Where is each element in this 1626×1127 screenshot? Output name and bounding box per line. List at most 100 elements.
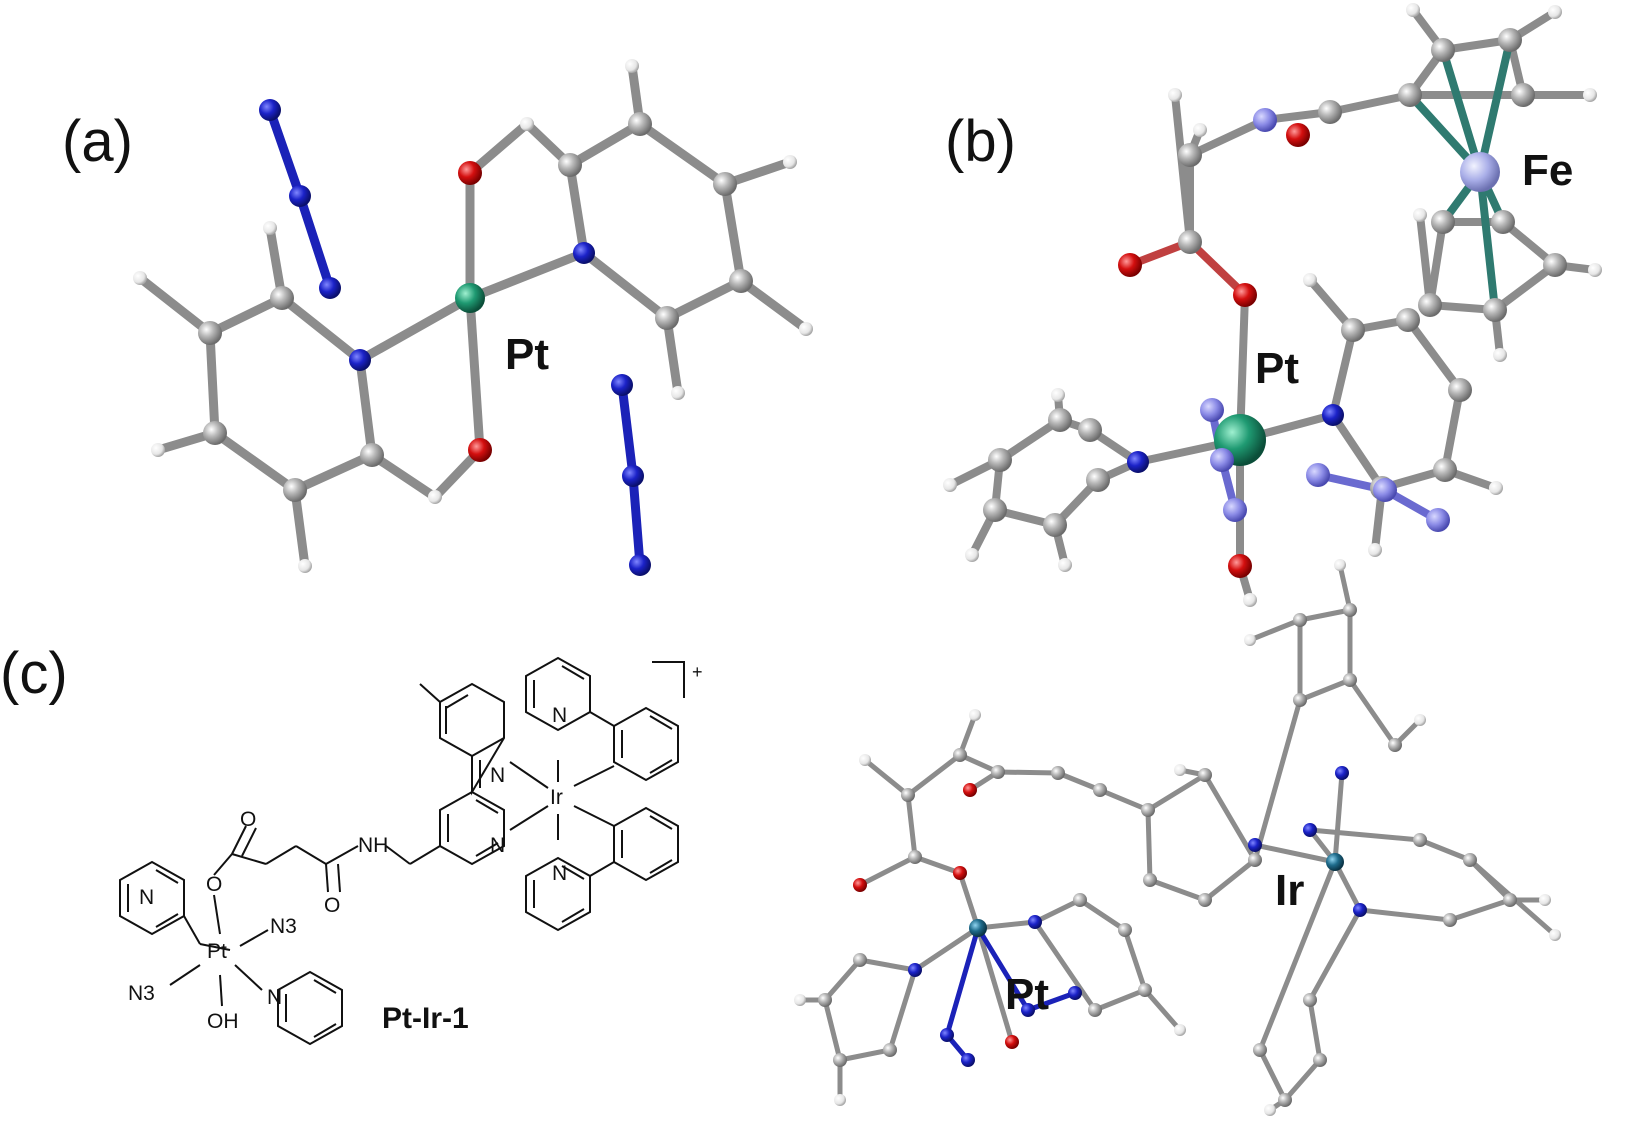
nitrogen-atom <box>1210 448 1234 472</box>
carbon-atom <box>983 498 1007 522</box>
pyridine-ring-6 <box>525 856 591 932</box>
nitrogen-atom <box>1127 451 1149 473</box>
bond <box>1171 91 1194 246</box>
nitrogen-atom <box>961 1053 975 1067</box>
bond <box>617 380 638 481</box>
bond <box>1077 897 1128 933</box>
bond <box>1439 46 1484 176</box>
bond <box>995 769 1061 776</box>
carbon-atom <box>270 286 294 310</box>
nh-label: NH <box>358 834 388 857</box>
nitrogen-atom <box>319 277 341 299</box>
hydrogen-atom <box>1583 88 1597 102</box>
hydrogen-atom <box>943 478 957 492</box>
panel-label-b: (b) <box>945 109 1016 174</box>
carbon-atom <box>1043 513 1067 537</box>
carbon-atom <box>713 172 737 196</box>
bond <box>1417 837 1473 863</box>
nitrogen-atom <box>622 465 644 487</box>
hydrogen-atom <box>1174 764 1186 776</box>
carbon-atom <box>1078 418 1102 442</box>
carbon-atom <box>1463 853 1477 867</box>
bond <box>857 854 918 888</box>
bond <box>1307 827 1423 843</box>
nitrogen-atom <box>1068 986 1082 1000</box>
bond <box>905 792 918 860</box>
n-label-bpy-lower: N <box>490 834 505 857</box>
pyridine-ring-3 <box>439 790 505 866</box>
carbon-atom <box>1178 230 1202 254</box>
nitrogen-atom <box>1353 903 1367 917</box>
nitrogen-atom <box>1223 498 1247 522</box>
carbon-atom <box>283 478 307 502</box>
molecule-model-c <box>794 559 1561 1116</box>
pt-label-c: Pt <box>1005 970 1049 1019</box>
bond <box>1476 168 1499 314</box>
bond <box>1329 326 1357 419</box>
carbon-atom <box>1388 738 1402 752</box>
hydrogen-atom <box>1264 1104 1276 1116</box>
bond <box>720 179 746 286</box>
hydrogen-atom <box>859 754 871 766</box>
hydrogen-atom <box>1413 208 1427 222</box>
bond <box>975 919 1038 931</box>
hydrogen-atom <box>1489 481 1503 495</box>
carbon-atom <box>1313 1053 1327 1067</box>
carbon-atom <box>628 112 652 136</box>
carbon-atom <box>1543 253 1567 277</box>
chemical-structure-labels: Pt Ir N N N N N N O O O NH OH N3 N3 + <box>128 662 703 1033</box>
o-label-carbonyl-2: O <box>324 894 340 917</box>
hydrogen-atom <box>263 221 277 235</box>
bond <box>565 160 589 258</box>
nitrogen-atom <box>1021 1003 1035 1017</box>
hydrogen-atom <box>1058 558 1072 572</box>
fe-label-b: Fe <box>1522 146 1574 195</box>
nitrogen-atom <box>349 349 371 371</box>
nitrogen-atom <box>1426 508 1450 532</box>
bond <box>1329 411 1386 492</box>
bond <box>1055 770 1103 793</box>
hydrogen-atom <box>520 117 534 131</box>
oxygen-atom <box>1286 123 1310 147</box>
bond <box>355 293 475 365</box>
hydrogen-atom <box>133 271 147 285</box>
carbon-atom <box>1278 1093 1292 1107</box>
carbon-atom <box>1143 873 1157 887</box>
phenyl-ring-1 <box>613 706 679 782</box>
bond <box>1347 677 1398 748</box>
hydrogen-atom <box>969 709 981 721</box>
carbon-atom <box>1293 613 1307 627</box>
o-label-carbonyl-1: O <box>240 808 256 831</box>
n3-label-left: N3 <box>128 982 155 1005</box>
hydrogen-atom <box>965 548 979 562</box>
bond <box>635 119 730 189</box>
bond <box>628 471 645 570</box>
bond <box>1202 772 1258 863</box>
carbon-atom <box>1088 1003 1102 1017</box>
carbon-atom <box>953 748 967 762</box>
bond <box>1252 842 1338 865</box>
bond <box>210 428 300 495</box>
bond <box>465 248 589 303</box>
carbon-atom <box>901 788 915 802</box>
phenyl-ring-2 <box>613 806 679 882</box>
charge-sign: + <box>692 662 703 682</box>
nitrogen-atom <box>289 185 311 207</box>
carbon-atom <box>198 321 222 345</box>
carbon-atom <box>1503 893 1517 907</box>
platinum-atom <box>455 283 485 313</box>
carbon-atom <box>1341 318 1365 342</box>
bond <box>290 485 310 571</box>
molecule-model-a <box>133 59 813 576</box>
nitrogen-atom <box>908 963 922 977</box>
bond <box>295 191 335 293</box>
hydrogen-atom <box>794 994 806 1006</box>
nitrogen-atom <box>573 242 595 264</box>
hydrogen-atom <box>1539 894 1551 906</box>
bond <box>822 997 843 1063</box>
bond <box>1357 907 1453 923</box>
pyridine-ring-4 <box>439 682 505 796</box>
bond <box>1025 990 1078 1013</box>
bond <box>975 925 1031 1013</box>
hydrogen-atom <box>1174 1024 1186 1036</box>
